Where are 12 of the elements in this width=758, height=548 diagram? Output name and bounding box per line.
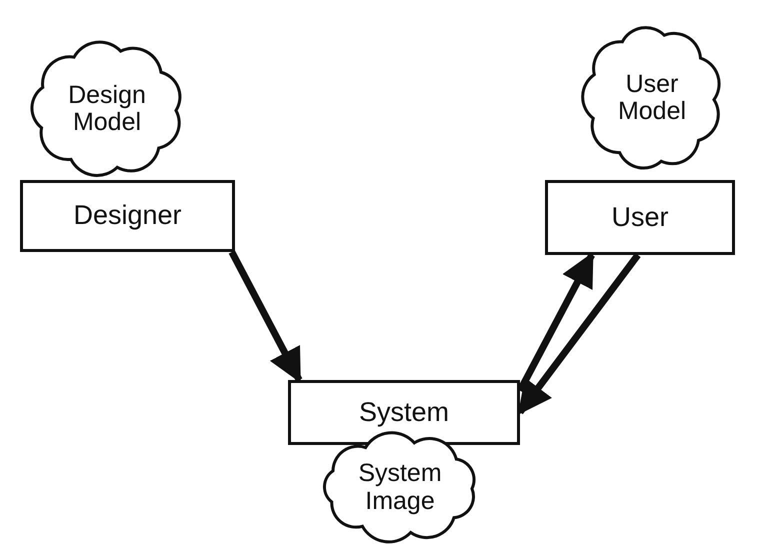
arrow <box>228 250 302 383</box>
node-label: System Image <box>358 460 442 515</box>
arrow <box>517 252 641 415</box>
node-label: User Model <box>618 70 686 126</box>
node-label: Design Model <box>68 82 146 136</box>
node-label: Designer <box>73 201 182 231</box>
arrow <box>516 252 595 392</box>
node-label: User <box>611 202 668 232</box>
process-box <box>288 380 520 445</box>
process-box <box>20 180 235 252</box>
process-box <box>545 180 735 255</box>
node-label: System <box>358 398 450 428</box>
